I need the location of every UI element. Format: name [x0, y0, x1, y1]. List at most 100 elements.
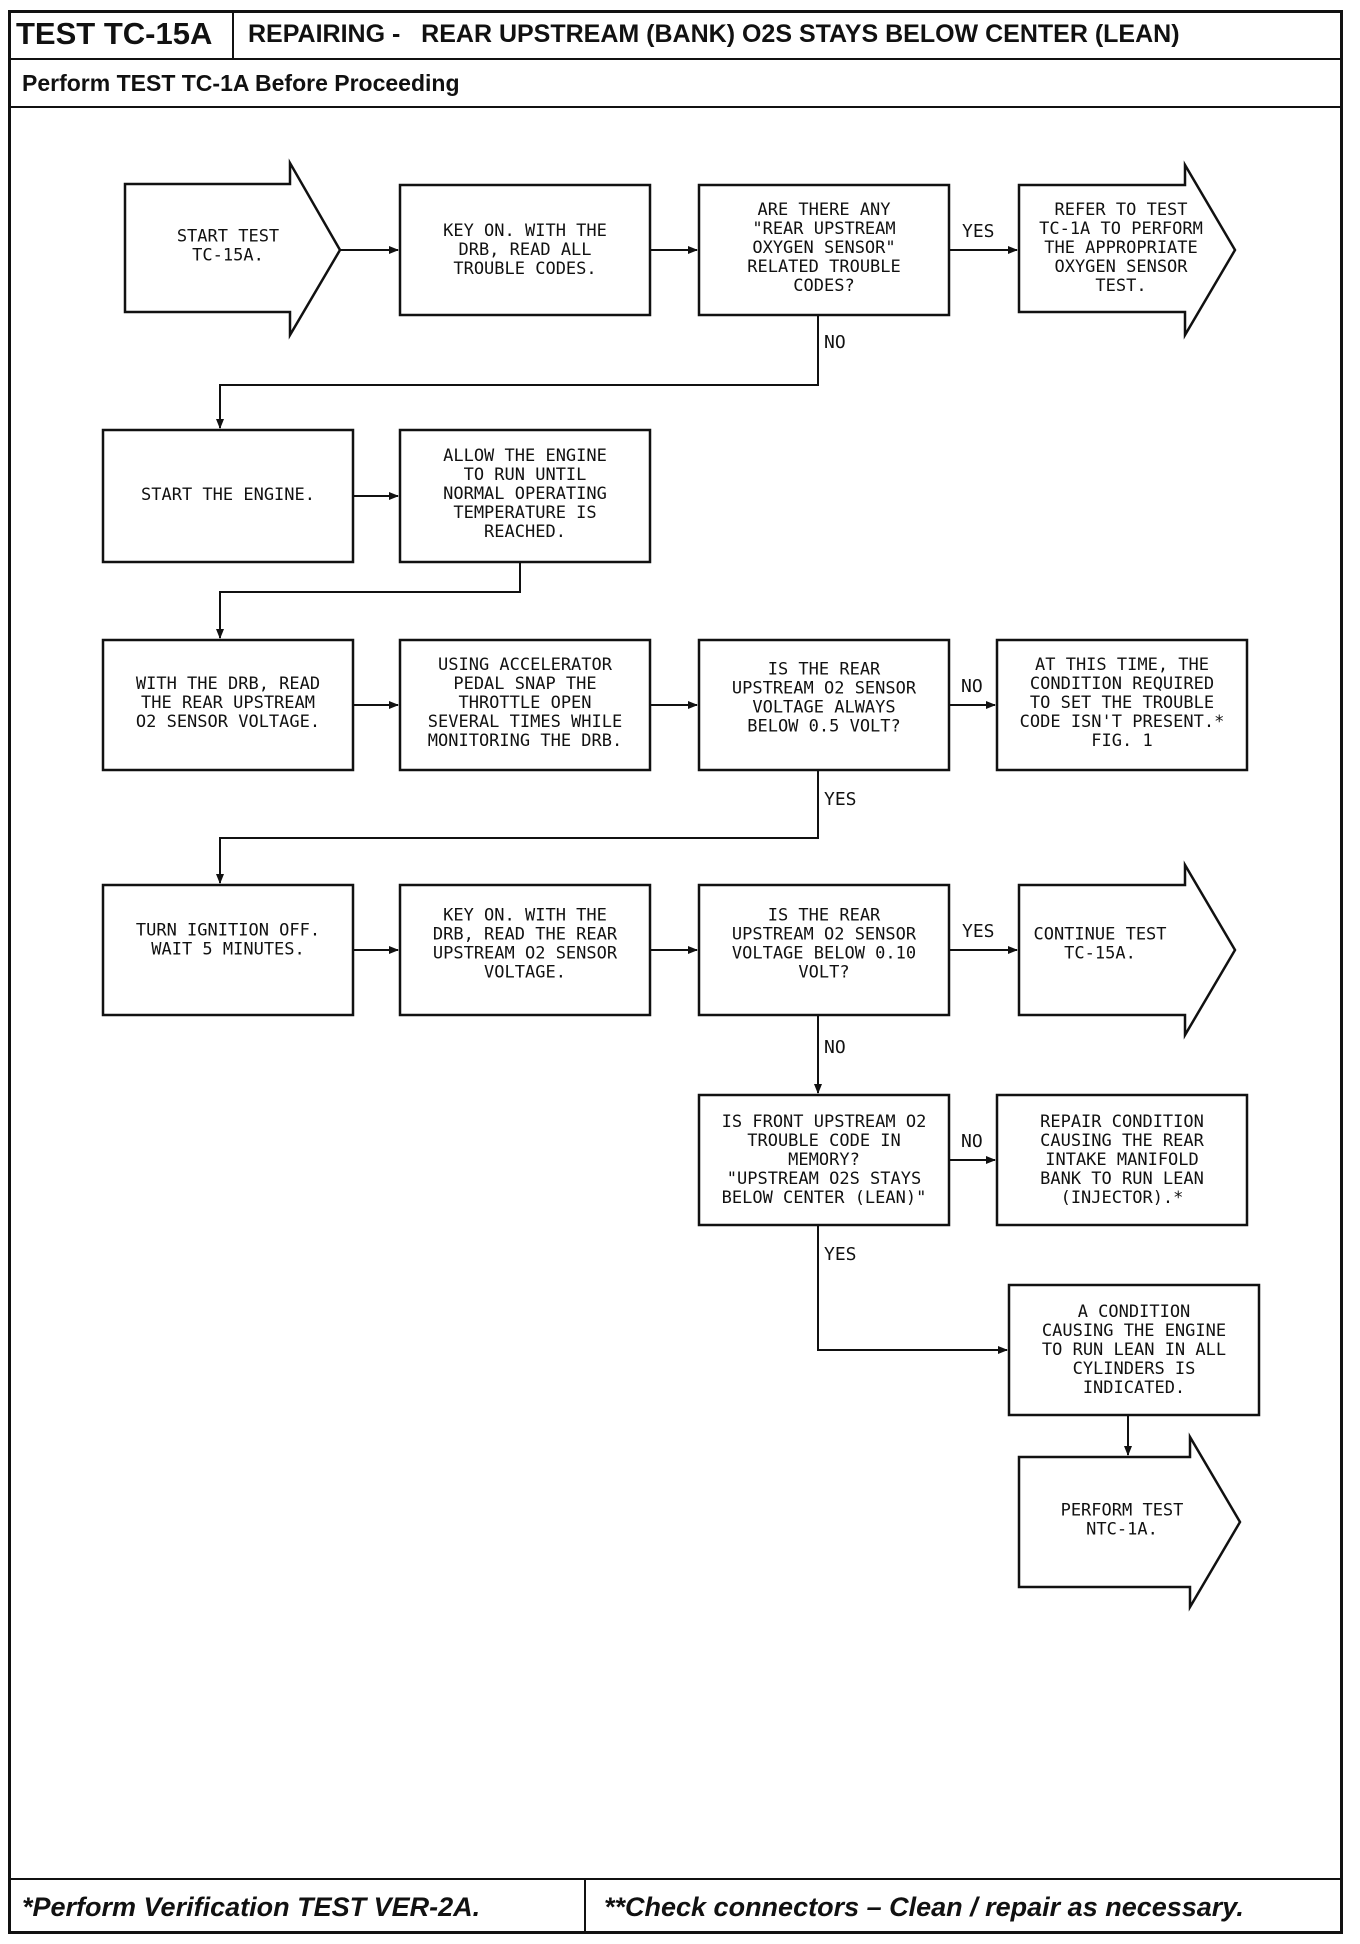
verification-note: *Perform Verification TEST VER-2A.	[8, 1880, 586, 1934]
q-related-codes-line: ARE THERE ANY	[757, 200, 890, 220]
q-related-codes-line: "REAR UPSTREAM	[752, 219, 895, 239]
not-present-line: AT THIS TIME, THE	[1035, 655, 1209, 675]
not-present-line: CODE ISN'T PRESENT.*	[1020, 712, 1225, 732]
label-yes-below-05: YES	[824, 789, 857, 810]
snap-throttle-line: MONITORING THE DRB.	[428, 731, 622, 751]
all-cylinders-line: TO RUN LEAN IN ALL	[1042, 1340, 1226, 1360]
node-snap-throttle	[398, 638, 652, 772]
test-id: TEST TC-15A	[8, 10, 234, 58]
not-present-line: FIG. 1	[1091, 731, 1152, 751]
refer-tc1a-line: OXYGEN SENSOR	[1054, 257, 1188, 277]
edge-q05-yes-ignition	[216, 770, 819, 884]
q-related-codes-line: OXYGEN SENSOR"	[752, 238, 895, 258]
q-below-05-line: IS THE REAR	[768, 660, 881, 680]
key-on-read-voltage-line: VOLTAGE.	[484, 963, 566, 983]
q-below-010-line: VOLTAGE BELOW 0.10	[732, 944, 916, 964]
allow-engine-line: NORMAL OPERATING	[443, 484, 607, 504]
all-cylinders-line: INDICATED.	[1083, 1378, 1185, 1398]
node-repair-condition	[995, 1093, 1249, 1227]
node-ignition-off	[101, 883, 355, 1017]
node-start-engine	[101, 428, 355, 564]
node-refer-tc1a	[1017, 160, 1237, 340]
q-below-010-line: IS THE REAR	[768, 906, 881, 926]
q-front-code-line: TROUBLE CODE IN	[747, 1131, 901, 1151]
key-on-read-voltage-line: DRB, READ THE REAR	[433, 925, 618, 945]
start-test-line: TC-15A.	[192, 246, 264, 266]
read-voltage-line: THE REAR UPSTREAM	[141, 693, 315, 713]
snap-throttle-line: USING ACCELERATOR	[438, 655, 613, 675]
read-voltage-line: WITH THE DRB, READ	[136, 674, 320, 694]
q-below-05-line: VOLTAGE ALWAYS	[752, 698, 895, 718]
label-no-below-010: NO	[824, 1037, 846, 1058]
allow-engine-line: TEMPERATURE IS	[453, 503, 596, 523]
all-cylinders-line: CAUSING THE ENGINE	[1042, 1321, 1226, 1341]
label-no-front-code: NO	[961, 1131, 983, 1152]
snap-throttle-line: THROTTLE OPEN	[458, 693, 591, 713]
key-on-read-codes-line: DRB, READ ALL	[458, 240, 591, 260]
repair-condition-line: CAUSING THE REAR	[1040, 1131, 1205, 1151]
node-not-present	[995, 638, 1249, 772]
key-on-read-voltage-line: KEY ON. WITH THE	[443, 906, 607, 926]
prerequisite-note: Perform TEST TC-1A Before Proceeding	[22, 70, 460, 96]
ignition-off-line: WAIT 5 MINUTES.	[151, 940, 305, 960]
read-voltage-line: O2 SENSOR VOLTAGE.	[136, 712, 320, 732]
header-row: TEST TC-15A REPAIRING - REAR UPSTREAM (B…	[8, 10, 1343, 60]
node-q-below-010	[697, 883, 951, 1017]
node-key-on-read-voltage	[398, 883, 652, 1017]
snap-throttle-line: PEDAL SNAP THE	[453, 674, 596, 694]
q-related-codes-line: RELATED TROUBLE	[747, 257, 901, 277]
repair-condition-line: INTAKE MANIFOLD	[1045, 1150, 1199, 1170]
edge-allow-to-read-voltage	[216, 562, 521, 639]
q-below-05-line: UPSTREAM O2 SENSOR	[732, 679, 917, 699]
node-q-below-05	[697, 638, 951, 772]
node-all-cylinders	[1007, 1283, 1261, 1417]
node-perform-ntc	[1017, 1432, 1242, 1612]
footer-row: *Perform Verification TEST VER-2A. **Che…	[8, 1878, 1343, 1934]
snap-throttle-line: SEVERAL TIMES WHILE	[428, 712, 622, 732]
test-title: REPAIRING - REAR UPSTREAM (BANK) O2S STA…	[248, 20, 1180, 48]
prerequisite-row: Perform TEST TC-1A Before Proceeding	[8, 60, 1343, 108]
q-related-codes-line: CODES?	[793, 276, 854, 296]
ignition-off-line: TURN IGNITION OFF.	[136, 921, 320, 941]
repair-condition-line: BANK TO RUN LEAN	[1040, 1169, 1204, 1189]
page-frame	[8, 10, 1343, 1934]
key-on-read-codes-line: KEY ON. WITH THE	[443, 221, 607, 241]
start-engine-line: START THE ENGINE.	[141, 485, 315, 505]
refer-tc1a-line: TC-1A TO PERFORM	[1039, 219, 1203, 239]
node-key-on-read-codes	[398, 183, 652, 317]
node-read-voltage	[101, 638, 355, 772]
q-front-code-line: IS FRONT UPSTREAM O2	[722, 1112, 927, 1132]
label-yes-related-codes: YES	[962, 221, 995, 242]
continue-test-line: TC-15A.	[1064, 944, 1136, 964]
continue-test-line: CONTINUE TEST	[1033, 925, 1166, 945]
label-yes-below-010: YES	[962, 921, 995, 942]
allow-engine-line: ALLOW THE ENGINE	[443, 446, 607, 466]
all-cylinders-line: A CONDITION	[1078, 1302, 1191, 1322]
node-continue-test	[1017, 860, 1237, 1040]
label-no-related-codes: NO	[824, 332, 846, 353]
node-q-related-codes	[697, 183, 951, 317]
allow-engine-line: TO RUN UNTIL	[464, 465, 587, 485]
refer-tc1a-line: REFER TO TEST	[1054, 200, 1187, 220]
start-test-line: START TEST	[177, 227, 279, 247]
repair-condition-line: REPAIR CONDITION	[1040, 1112, 1204, 1132]
perform-ntc-line: PERFORM TEST	[1061, 1501, 1184, 1521]
label-yes-front-code: YES	[824, 1244, 857, 1265]
edge-front-yes-all-cylinders	[817, 1225, 1008, 1354]
node-start-test	[123, 158, 342, 340]
node-ignition-off-text: TURN IGNITION OFF.WAIT 5 MINUTES.	[136, 921, 320, 960]
